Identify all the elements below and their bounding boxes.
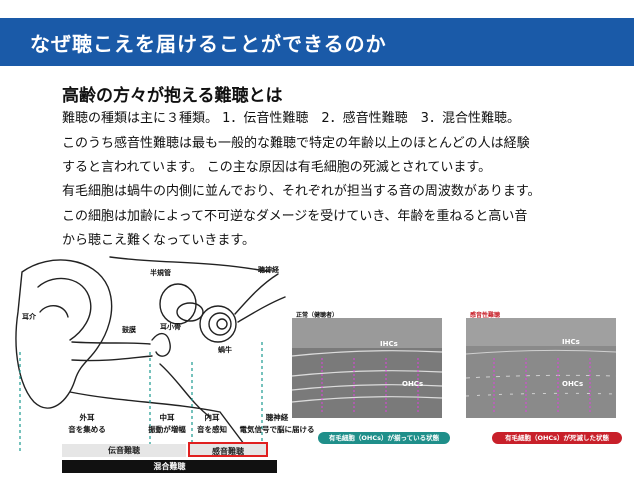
column-name: 内耳 [204, 413, 220, 422]
paragraph-2: 有毛細胞は蝸牛の内側に並んでおり、それぞれが担当する音の周波数があります。 この… [62, 180, 622, 254]
label-auricle: 耳介 [22, 313, 36, 321]
bar-sensorineural-hearing-loss: 感音難聴 [188, 442, 268, 457]
column-middle-ear: 中耳 振動が増幅 [132, 412, 202, 436]
paragraph-1: 難聴の種類は主に３種類。 1．伝音性難聴 2．感音性難聴 3．混合性難聴。 この… [62, 107, 622, 181]
banner-edge [634, 18, 640, 66]
text-line: すると言われています。 この主な原因は有毛細胞の死滅とされています。 [62, 160, 492, 175]
text-line: 有毛細胞は蝸牛の内側に並んでおり、それぞれが担当する音の周波数があります。 [62, 184, 541, 199]
text-line: このうち感音性難聴は最も一般的な難聴で特定の年齢以上のほとんどの人は経験 [62, 135, 530, 151]
label-semicircular-canals: 半規管 [150, 269, 171, 277]
column-name: 聴神経 [265, 413, 289, 422]
ihc-label: IHCs [380, 340, 398, 348]
column-desc: 音を集める [68, 425, 106, 434]
column-desc: 振動が増幅 [148, 425, 186, 434]
column-desc: 音を感知 [197, 425, 227, 434]
column-inner-ear: 内耳 音を感知 [177, 412, 247, 436]
column-desc: 電気信号で脳に届ける [239, 425, 315, 434]
column-outer-ear: 外耳 音を集める [52, 412, 122, 436]
label-auditory-nerve: 聴神経 [258, 266, 279, 274]
damaged-hair-cell-micrograph: IHCs OHCs [466, 318, 616, 418]
label-eardrum: 鼓膜 [122, 326, 136, 334]
text-line: から聴こえ難くなっていきます。 [62, 233, 256, 248]
ear-anatomy-illustration [15, 256, 286, 452]
section-heading: 高齢の方々が抱える難聴とは [62, 86, 283, 106]
healthy-hair-cell-micrograph: IHCs OHCs [292, 318, 442, 418]
healthy-micrograph-title: 正常（健聴者） [296, 312, 339, 319]
column-auditory-nerve: 聴神経 電気信号で脳に届ける [232, 412, 322, 436]
healthy-micrograph-image [292, 318, 442, 418]
page-title: なぜ聴こえを届けることができるのか [30, 32, 387, 56]
bar-conductive-hearing-loss: 伝音難聴 [62, 444, 186, 457]
text-line: 難聴の種類は主に３種類。 1．伝音性難聴 2．感音性難聴 3．混合性難聴。 [62, 111, 520, 126]
bar-mixed-hearing-loss: 混合難聴 [62, 460, 277, 473]
damaged-micrograph-image [466, 318, 616, 418]
label-cochlea: 蝸牛 [218, 346, 232, 354]
ohc-label: OHCs [402, 380, 424, 388]
title-banner: なぜ聴こえを届けることができるのか [0, 18, 640, 66]
ihc-label: IHCs [562, 338, 580, 346]
damaged-micrograph-title: 感音性難聴 [470, 312, 501, 319]
column-name: 中耳 [159, 413, 175, 422]
column-name: 外耳 [79, 413, 95, 422]
damaged-caption: 有毛細胞（OHCs）が死滅した状態 [492, 432, 622, 444]
ohc-label: OHCs [562, 380, 584, 388]
label-ossicles: 耳小骨 [160, 323, 181, 331]
text-line: この細胞は加齢によって不可逆なダメージを受けていき、年齢を重ねると高い音 [62, 208, 528, 224]
healthy-caption: 有毛細胞（OHCs）が揃っている状態 [318, 432, 450, 444]
